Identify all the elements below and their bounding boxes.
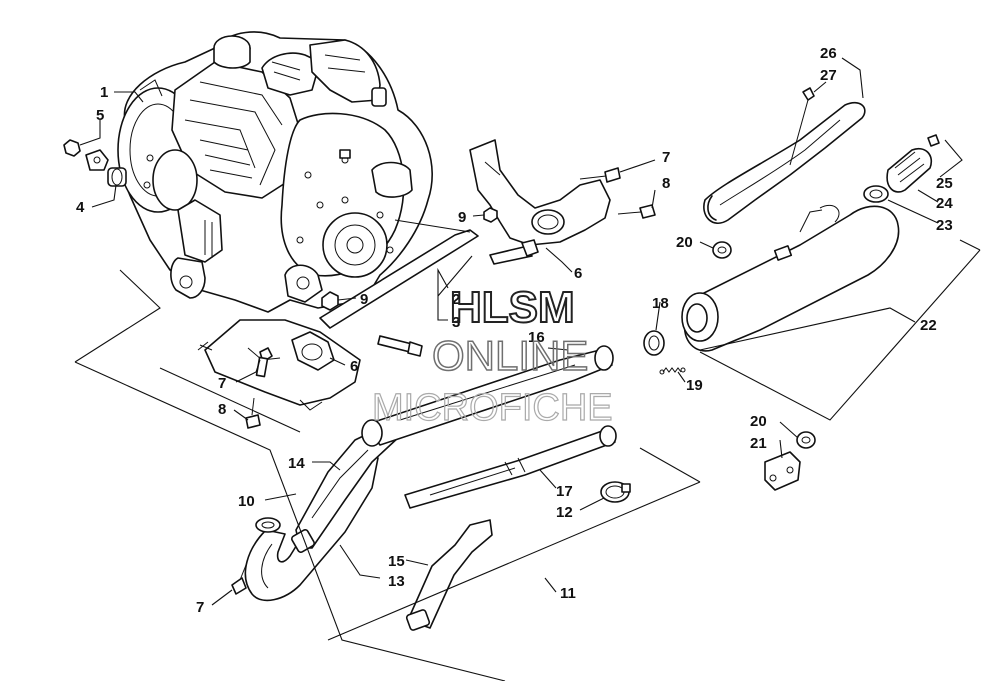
callout-18: 18 xyxy=(652,295,669,312)
callout-17: 17 xyxy=(556,483,573,500)
callout-19: 19 xyxy=(686,377,703,394)
callout-3: 3 xyxy=(452,314,460,331)
clamp-12 xyxy=(600,481,631,503)
bracket-21 xyxy=(764,451,801,491)
watermark: HLSM ONLINE MICROFICHE xyxy=(371,282,613,430)
heat-shield-14 xyxy=(291,427,401,553)
gasket-10 xyxy=(255,517,281,533)
heat-shield-26 xyxy=(703,101,866,224)
callout-10: 10 xyxy=(238,493,255,510)
callout-15: 15 xyxy=(388,553,405,570)
callout-7-lower: 7 xyxy=(218,375,226,392)
callout-20-upper: 20 xyxy=(676,234,693,251)
callout-6-lower: 6 xyxy=(350,358,358,375)
watermark-line-3: MICROFICHE xyxy=(372,387,613,429)
callout-14: 14 xyxy=(288,455,305,472)
support-bolt-3 xyxy=(489,239,539,265)
nut-5 xyxy=(63,139,81,157)
callout-16: 16 xyxy=(528,329,545,346)
callout-5: 5 xyxy=(96,107,104,124)
callout-27: 27 xyxy=(820,67,837,84)
grommet-20-upper xyxy=(712,241,732,259)
screw-27 xyxy=(789,87,815,166)
bolt-8-lower xyxy=(245,397,261,429)
exhaust-bracket-upper xyxy=(469,139,611,246)
spark-arrestor-24 xyxy=(886,148,932,193)
grommet-20-lower xyxy=(796,431,816,449)
bolt-7-lower xyxy=(255,347,273,378)
spring-19 xyxy=(659,367,686,375)
bolt-7-upper xyxy=(579,167,621,183)
engine-assembly xyxy=(117,31,433,313)
mid-pipe-17 xyxy=(404,425,617,509)
mid-pipe-16 xyxy=(361,345,614,447)
callout-6-upper: 6 xyxy=(574,265,582,282)
callout-26: 26 xyxy=(820,45,837,62)
watermark-line-1: HLSM xyxy=(450,283,575,332)
gasket-18 xyxy=(643,330,665,356)
callout-8-lower: 8 xyxy=(218,401,226,418)
nut-9-upper xyxy=(483,207,498,223)
bolt-7-head xyxy=(231,564,247,595)
callout-25: 25 xyxy=(936,175,953,192)
callout-7-upper: 7 xyxy=(662,149,670,166)
leader-lines xyxy=(74,57,981,681)
muffler-22 xyxy=(681,204,900,352)
callout-9-upper: 9 xyxy=(458,209,466,226)
callout-2: 2 xyxy=(452,291,460,308)
bracket-mount xyxy=(85,149,109,171)
callout-4: 4 xyxy=(76,199,85,216)
callout-20-lower: 20 xyxy=(750,413,767,430)
bolt-8-upper xyxy=(617,204,656,219)
spacer-4 xyxy=(107,167,127,187)
callout-12: 12 xyxy=(556,504,573,521)
callout-labels: 1 5 4 26 27 7 8 9 25 24 23 20 6 2 3 9 18… xyxy=(76,45,953,616)
screw-25 xyxy=(927,134,940,147)
callout-22: 22 xyxy=(920,317,937,334)
callout-1: 1 xyxy=(100,84,108,101)
gasket-23 xyxy=(863,185,889,203)
callout-8-upper: 8 xyxy=(662,175,670,192)
callout-9-lower: 9 xyxy=(360,291,368,308)
callout-21: 21 xyxy=(750,435,767,452)
watermark-line-2: ONLINE xyxy=(432,332,588,379)
callout-13: 13 xyxy=(388,573,405,590)
callout-11: 11 xyxy=(560,585,576,602)
support-rod-2 xyxy=(319,229,479,329)
bolt-3-lower xyxy=(377,335,423,357)
callout-7-head: 7 xyxy=(196,599,204,616)
nut-9-lower xyxy=(321,291,339,311)
callout-23: 23 xyxy=(936,217,953,234)
heat-shield-15 xyxy=(405,519,493,631)
callout-24: 24 xyxy=(936,195,953,212)
